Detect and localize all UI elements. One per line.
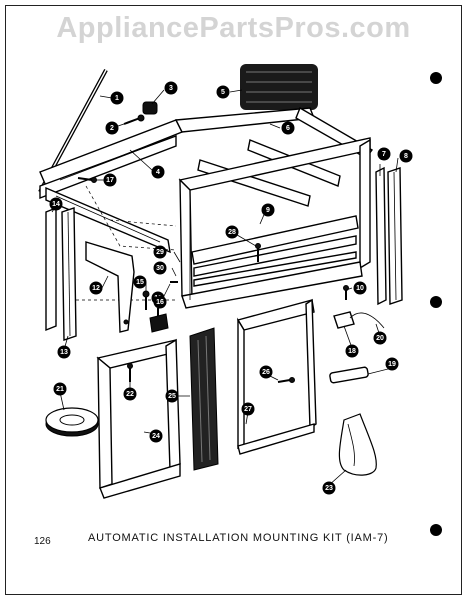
part-clip-29 <box>329 366 369 384</box>
callout-number: 21 <box>56 386 64 393</box>
callout-number: 20 <box>376 335 384 342</box>
binder-hole-bottom <box>430 524 442 536</box>
callout-number: 26 <box>262 369 270 376</box>
callout-number: 5 <box>221 89 225 96</box>
callout-6: 6 <box>281 121 295 135</box>
callout-27: 27 <box>241 402 255 416</box>
callout-20: 20 <box>373 331 387 345</box>
part-tape-roll <box>45 407 99 437</box>
callout-number: 13 <box>60 349 68 356</box>
callout-number: 8 <box>404 153 408 160</box>
callout-21: 21 <box>53 382 67 396</box>
callout-13: 13 <box>57 345 71 359</box>
callout-1: 1 <box>110 91 124 105</box>
callout-number: 24 <box>152 433 160 440</box>
part-foam-strip <box>189 327 219 471</box>
callout-18: 18 <box>345 344 359 358</box>
part-foam-pad <box>240 64 318 110</box>
part-cover <box>338 413 377 476</box>
callout-number: 1 <box>115 95 119 102</box>
callout-10: 10 <box>353 281 367 295</box>
callout-number: 23 <box>325 485 333 492</box>
part-screw-10 <box>343 285 349 300</box>
callout-17: 17 <box>103 173 117 187</box>
part-screw-15 <box>142 290 150 310</box>
callout-number: 29 <box>156 249 164 256</box>
binder-hole-middle <box>430 296 442 308</box>
callout-12: 12 <box>89 281 103 295</box>
part-bracket <box>85 241 135 333</box>
part-window-frame <box>96 338 181 499</box>
callout-8: 8 <box>399 149 413 163</box>
callout-number: 2 <box>110 125 114 132</box>
callout-number: 27 <box>244 406 252 413</box>
callout-number: 17 <box>106 177 114 184</box>
callout-4: 4 <box>151 165 165 179</box>
callout-9: 9 <box>261 203 275 217</box>
part-screw-2 <box>123 114 145 125</box>
part-side-angle-13 <box>61 207 77 341</box>
callout-number: 16 <box>156 299 164 306</box>
part-knob <box>149 308 169 333</box>
part-screw-28 <box>255 243 261 262</box>
part-side-angle-14 <box>45 206 57 332</box>
page-border <box>5 5 462 595</box>
callout-number: 4 <box>156 169 160 176</box>
callout-28: 28 <box>225 225 239 239</box>
callout-3: 3 <box>164 81 178 95</box>
callout-number: 7 <box>382 151 386 158</box>
part-switch <box>333 311 355 329</box>
part-nut <box>142 101 158 115</box>
callout-7: 7 <box>377 147 391 161</box>
callout-5: 5 <box>216 85 230 99</box>
callout-number: 28 <box>228 229 236 236</box>
callout-22: 22 <box>123 387 137 401</box>
callout-number: 10 <box>356 285 364 292</box>
watermark: AppliancePartsPros.com <box>56 12 411 44</box>
callout-15: 15 <box>133 275 147 289</box>
callout-24: 24 <box>149 429 163 443</box>
callout-number: 12 <box>92 285 100 292</box>
part-wire-lead <box>349 312 385 329</box>
callout-number: 3 <box>169 85 173 92</box>
callout-number: 6 <box>286 125 290 132</box>
callout-number: 22 <box>126 391 134 398</box>
part-side-rail <box>39 119 183 200</box>
callout-number: 9 <box>266 207 270 214</box>
part-front-frame <box>178 137 371 309</box>
callout-number: 30 <box>156 265 164 272</box>
diagram-caption: AUTOMATIC INSTALLATION MOUNTING KIT (IAM… <box>88 532 389 544</box>
part-lower-rail <box>45 186 171 254</box>
part-channel <box>191 215 359 287</box>
callout-19: 19 <box>385 357 399 371</box>
part-side-angle-8 <box>387 167 403 305</box>
callout-number: 14 <box>52 201 60 208</box>
callout-23: 23 <box>322 481 336 495</box>
binder-hole-top <box>430 72 442 84</box>
callout-30: 30 <box>153 261 167 275</box>
callout-number: 19 <box>388 361 396 368</box>
callout-number: 18 <box>348 348 356 355</box>
callout-number: 25 <box>168 393 176 400</box>
callout-16: 16 <box>153 295 167 309</box>
callout-14: 14 <box>49 197 63 211</box>
part-panel-frame <box>236 298 317 455</box>
callout-labels: 1234567891011121314151617181920212223242… <box>49 81 413 495</box>
page-number: 126 <box>34 536 51 547</box>
part-screw-22 <box>127 363 133 382</box>
callout-number: 15 <box>136 279 144 286</box>
callout-2: 2 <box>105 121 119 135</box>
part-side-angle-7 <box>375 166 387 306</box>
part-screw-26 <box>277 377 295 383</box>
callout-25: 25 <box>165 389 179 403</box>
callout-29: 29 <box>153 245 167 259</box>
callout-26: 26 <box>259 365 273 379</box>
